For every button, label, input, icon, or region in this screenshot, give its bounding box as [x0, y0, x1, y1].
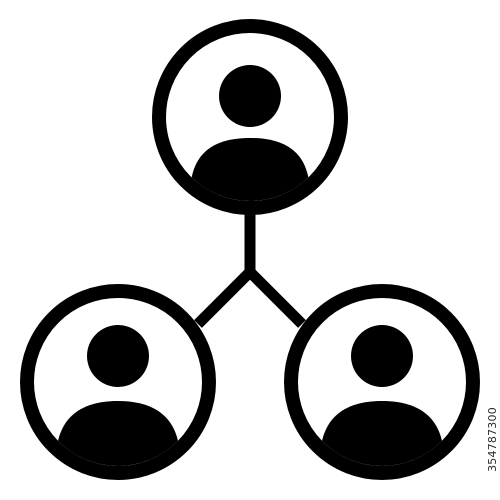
stock-id-watermark: 354787300 — [485, 384, 499, 494]
top-person-node — [152, 19, 348, 215]
connector-left-branch — [194, 268, 254, 328]
avatar-shoulders — [190, 138, 310, 201]
avatar-head — [219, 65, 281, 127]
bottom-left-person-node — [20, 284, 216, 480]
bottom-right-person-node — [284, 284, 480, 480]
stock-id-text: 354787300 — [485, 406, 499, 472]
user-avatar-icon — [190, 65, 310, 201]
avatar-head — [87, 325, 149, 387]
avatar-head — [351, 325, 413, 387]
network-connector-lines — [194, 212, 306, 328]
connector-right-branch — [246, 268, 306, 328]
